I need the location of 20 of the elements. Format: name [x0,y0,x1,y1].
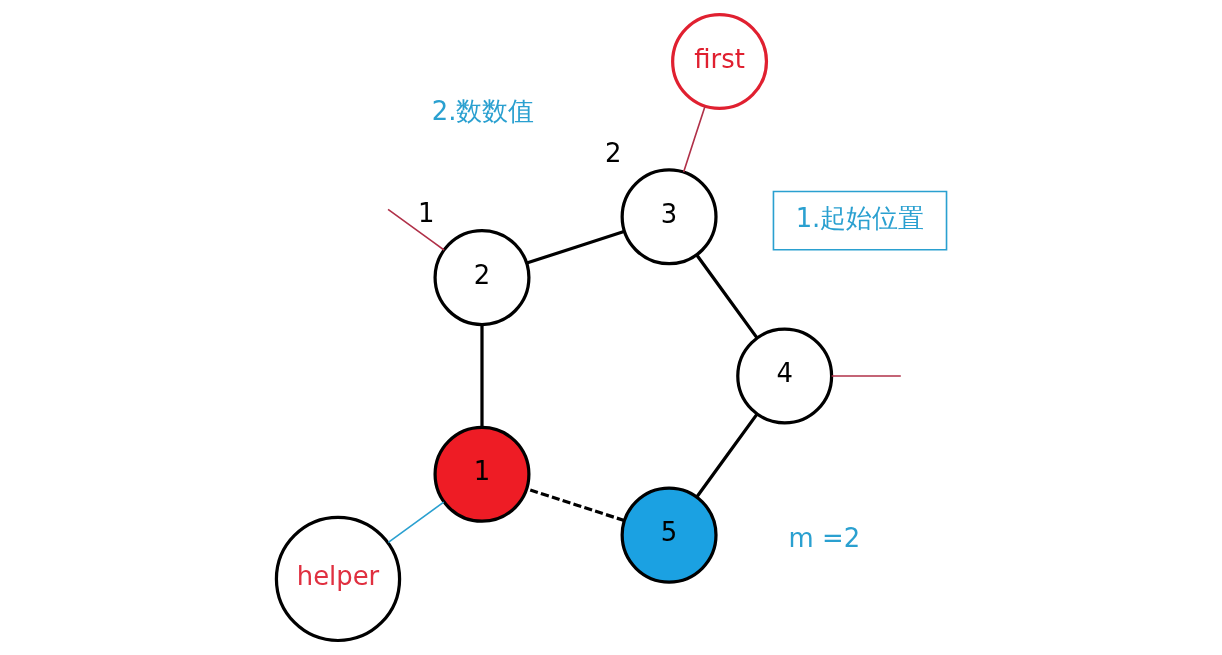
node-circle: first [670,12,768,110]
node-circle: 1 [432,425,530,523]
connector [682,105,706,173]
node-label: 2 [604,137,622,168]
connector [387,501,444,544]
node-circle: 5 [620,486,718,584]
connector [386,208,445,251]
label: m =2 [788,523,860,554]
connector [830,375,902,377]
connector [694,254,758,339]
connector [525,229,624,265]
node-circle: helper [274,515,401,643]
node-circle: 4 [735,327,833,425]
connector [695,413,758,498]
node-box: 1.起始位置 [772,190,947,251]
node-circle: 2 [432,229,530,327]
node-label: 1 [417,198,434,229]
label: 2.数数值 [431,96,534,127]
connector [479,325,484,428]
node-circle: 3 [620,168,718,266]
